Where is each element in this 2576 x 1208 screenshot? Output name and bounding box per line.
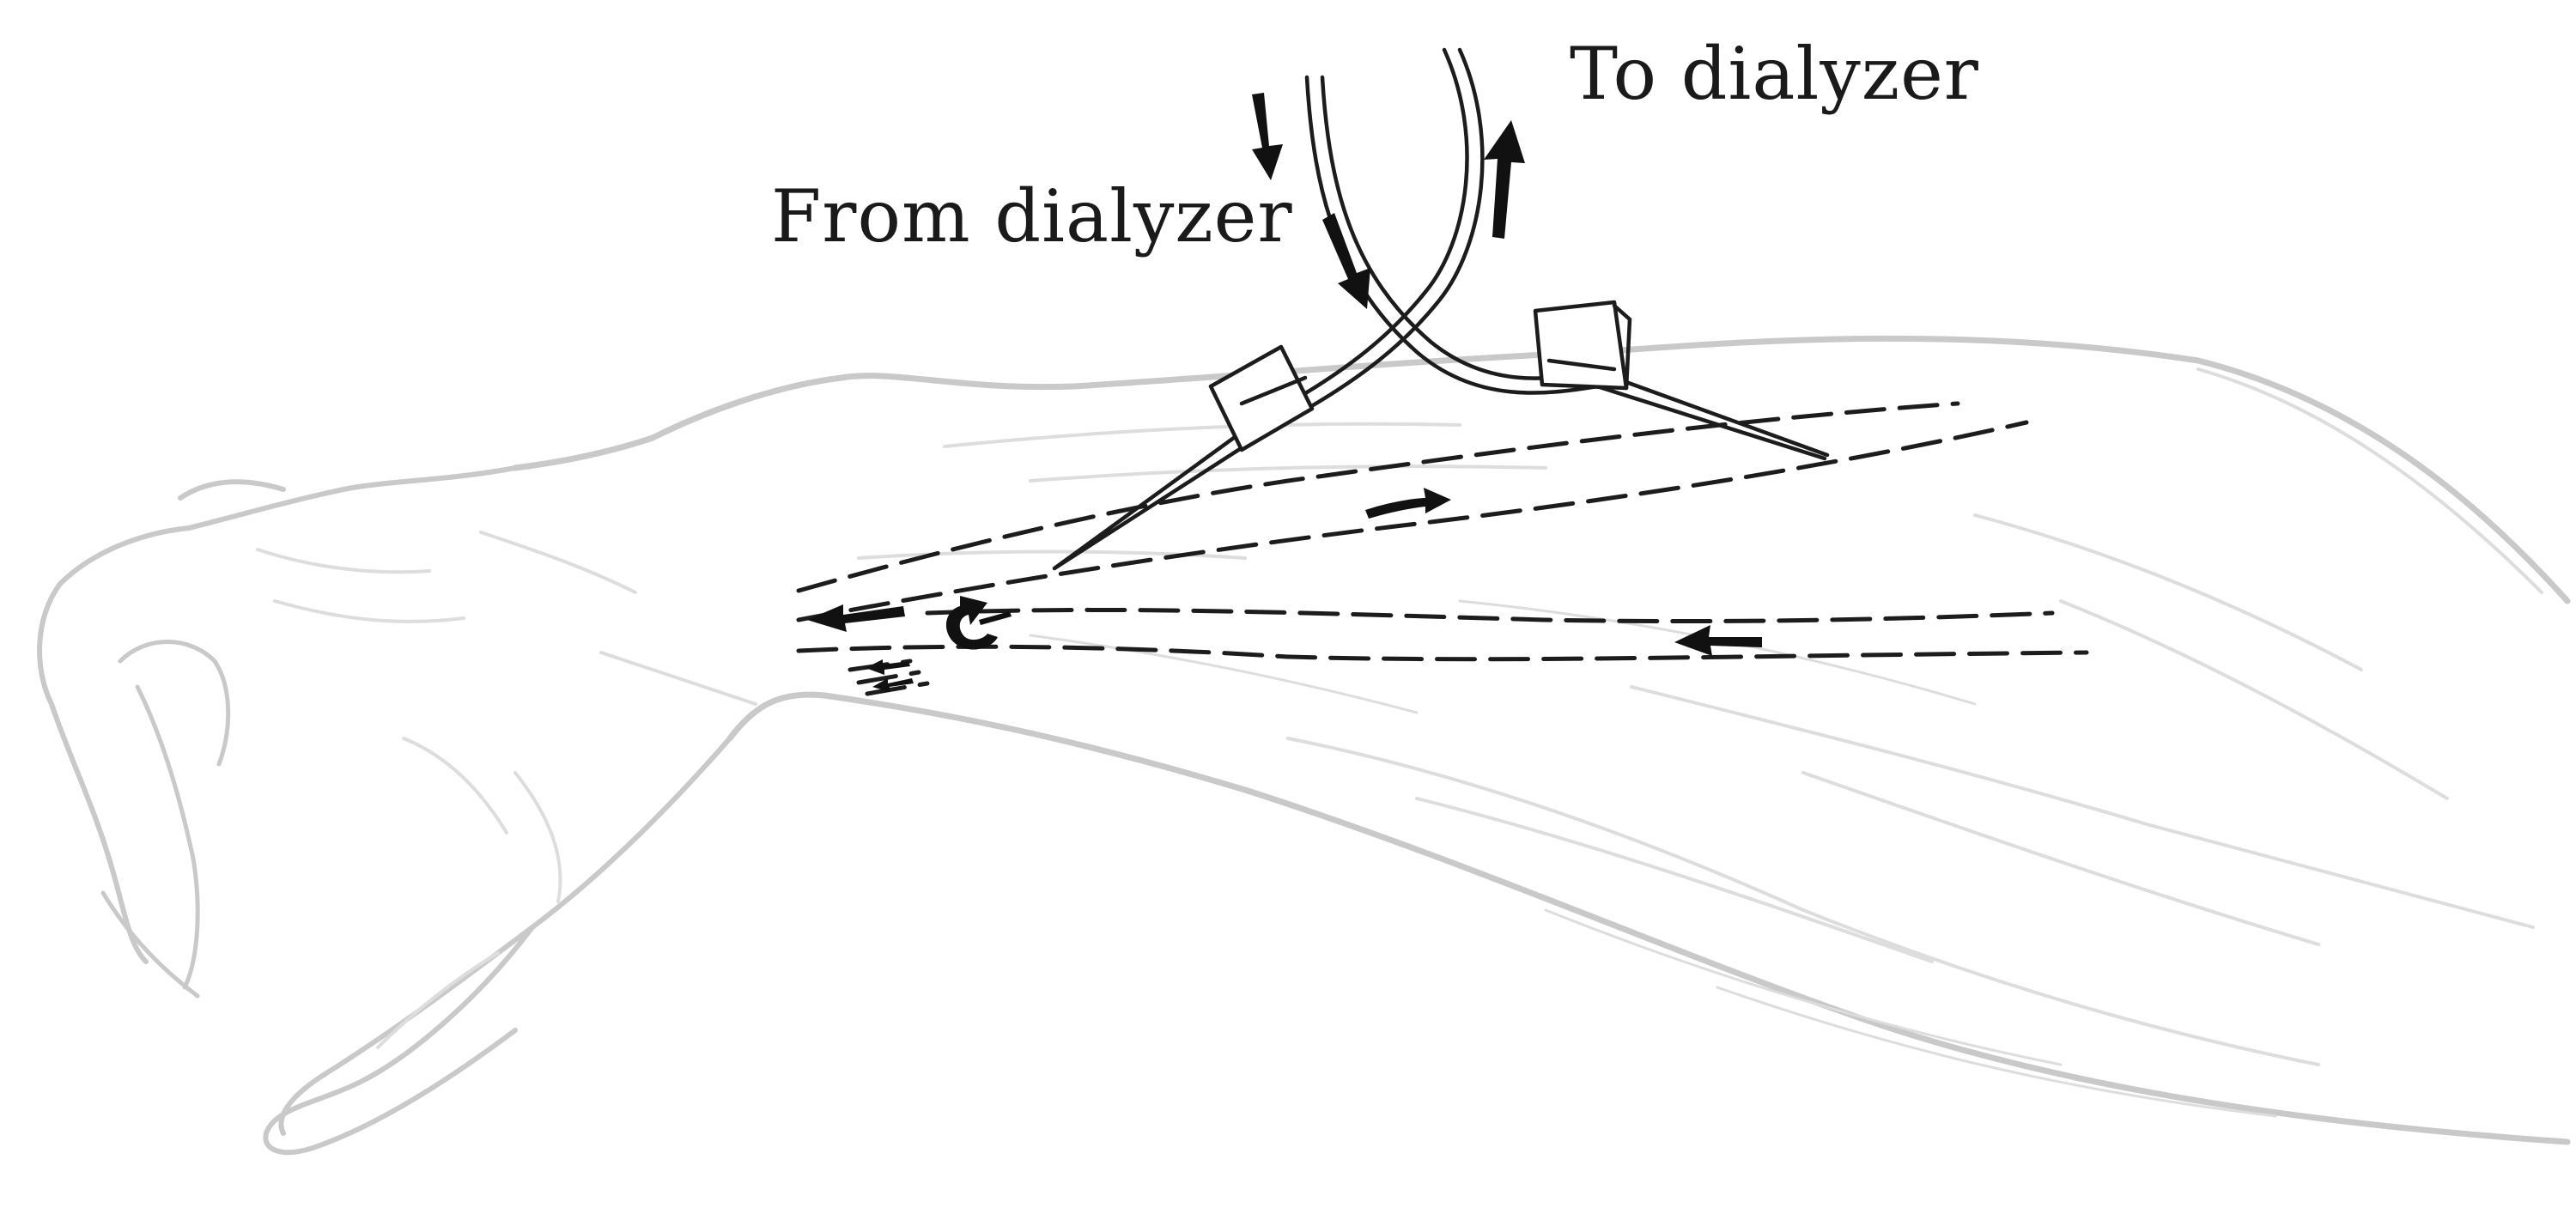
arrow-anastomosis-curve: [945, 596, 998, 650]
arterial-needle-assembly: [1052, 47, 1830, 571]
to-dialyzer-label: To dialyzer: [1570, 32, 1979, 116]
needle-right: [1593, 368, 1830, 461]
arrow-small-2: [872, 678, 914, 692]
forearm-sketch: [37, 335, 2571, 1156]
tube-from-dialyzer: [1285, 47, 1469, 406]
from-dialyzer-label: From dialyzer: [771, 174, 1293, 258]
vein-upper-inner: [796, 420, 2029, 622]
tube-to-dialyzer: [1304, 75, 1600, 395]
arrow-vein-right: [1365, 488, 1451, 519]
arrow-artery-left: [1674, 625, 1762, 656]
flow-arrows: [807, 93, 1762, 692]
vein-upper-outline: [796, 401, 1960, 593]
artery-upper: [925, 607, 2055, 624]
tape-left: [1208, 344, 1315, 452]
arrow-down-2: [1322, 213, 1370, 309]
arrow-down-1: [1252, 93, 1283, 180]
artery-lower: [796, 644, 2089, 662]
arrow-up: [1484, 120, 1525, 239]
arrow-wrist-left: [807, 604, 905, 632]
blood-vessels: [796, 401, 2089, 696]
arrow-small-1: [866, 659, 910, 675]
tape-right: [1533, 300, 1629, 391]
